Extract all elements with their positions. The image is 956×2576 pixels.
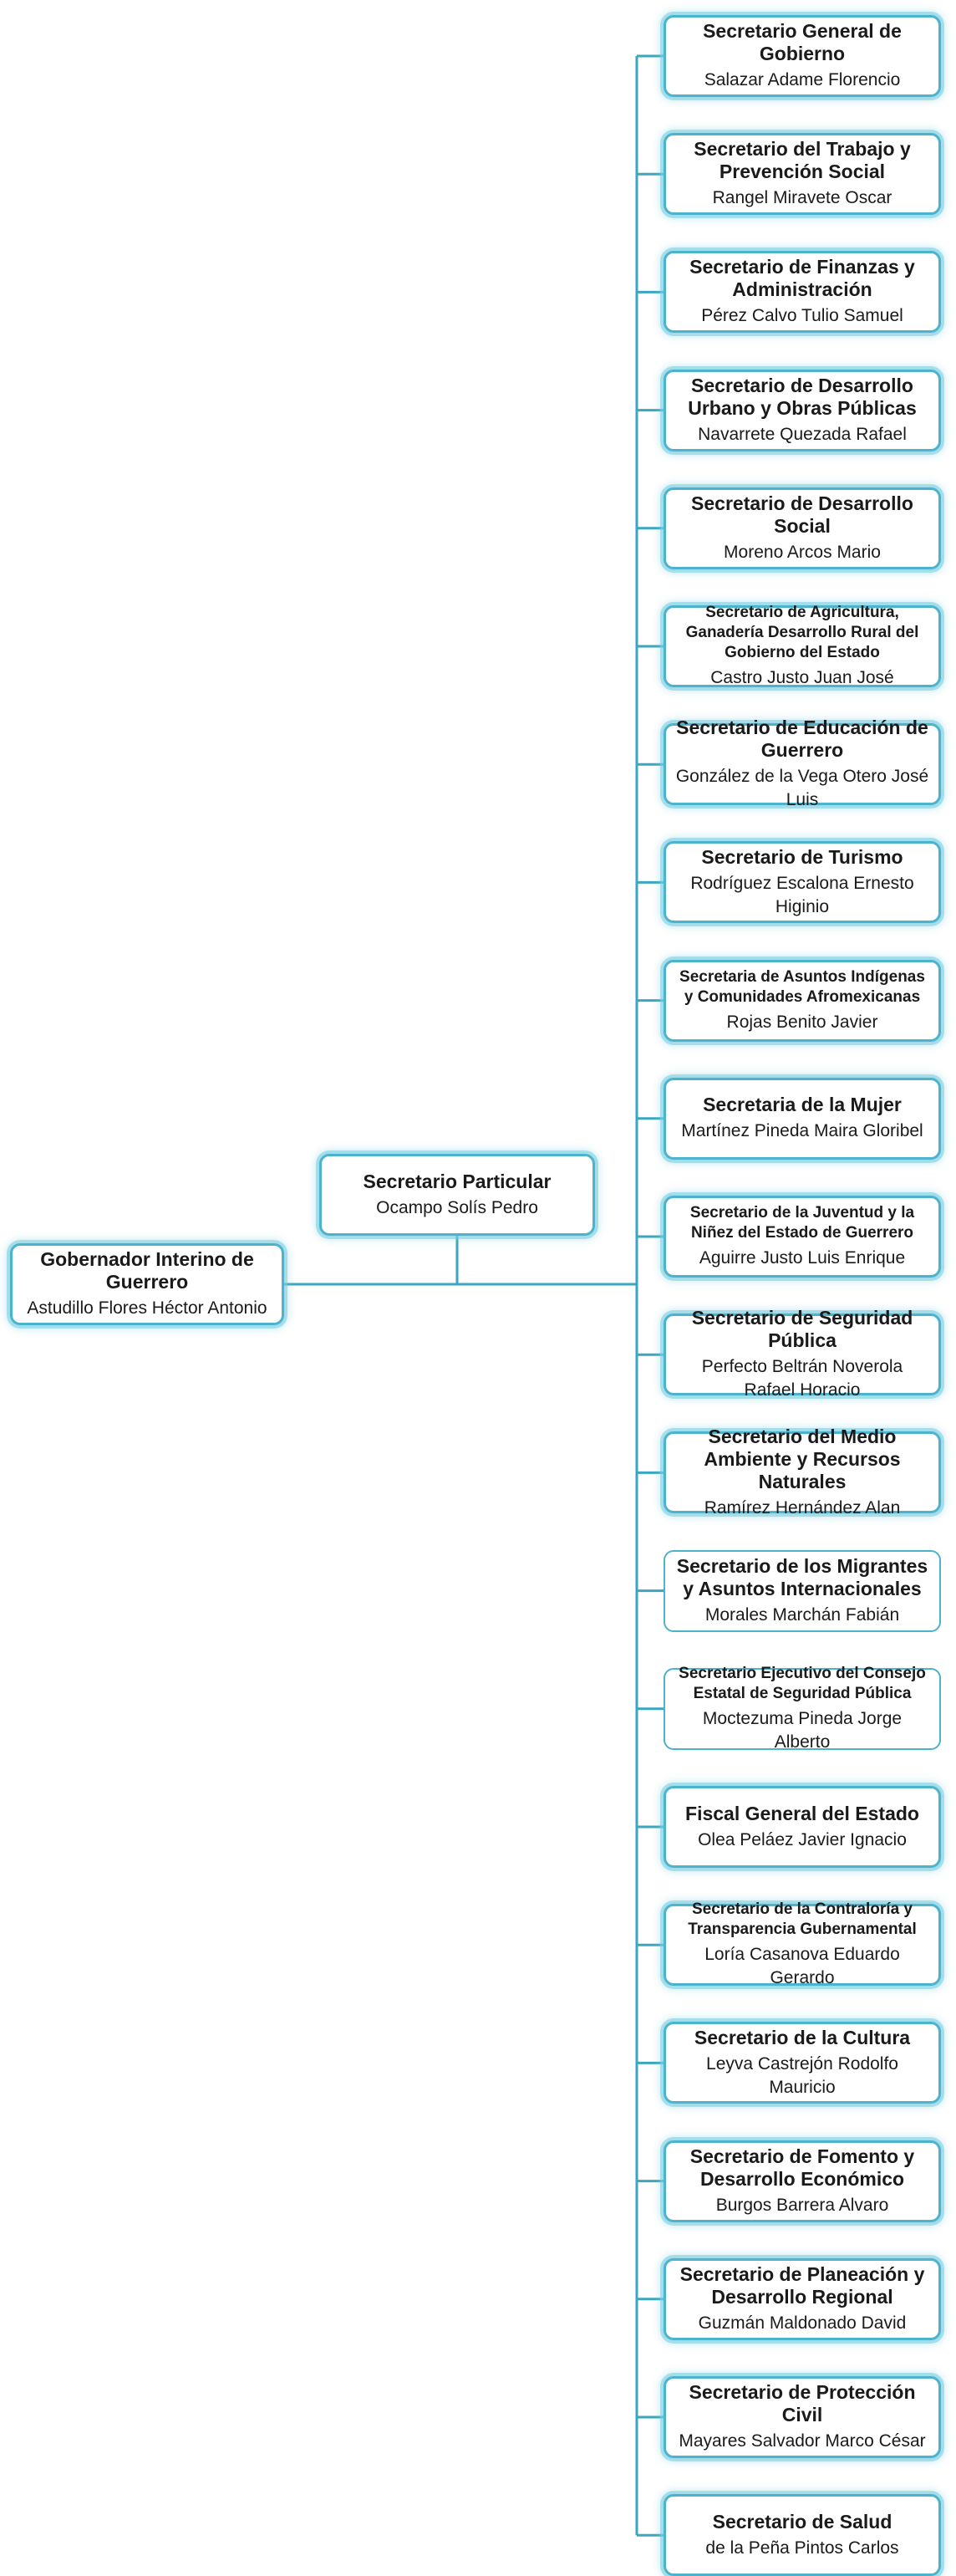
node-person: Rojas Benito Javier — [726, 1012, 878, 1032]
department-node: Secretario del Medio Ambiente y Recursos… — [664, 1426, 941, 1518]
node-person: Ramírez Hernández Alan — [704, 1497, 901, 1518]
node-person: Rodríguez Escalona Ernesto Higinio — [690, 873, 914, 916]
node-person: Guzmán Maldonado David — [698, 2313, 907, 2333]
node-title: Secretario de Seguridad Pública — [691, 1307, 913, 1352]
node-title: Secretario de Desarrollo Social — [691, 492, 913, 537]
node-title: Secretario del Trabajo y Prevención Soci… — [694, 138, 911, 183]
node-person: Burgos Barrera Alvaro — [715, 2195, 889, 2215]
department-node: Secretario de la Contraloría y Transpare… — [664, 1900, 941, 1987]
node-person: Leyva Castrejón Rodolfo Mauricio — [706, 2053, 898, 2097]
node-title: Secretaria de la Mujer — [703, 1094, 902, 1116]
node-person: Rangel Miravete Oscar — [712, 188, 892, 208]
node-title: Secretaria de Asuntos Indígenas y Comuni… — [679, 967, 925, 1006]
node-person: Astudillo Flores Héctor Antonio — [27, 1298, 267, 1318]
node-title: Gobernador Interino de Guerrero — [40, 1248, 254, 1293]
node-title: Secretario de Agricultura, Ganadería Des… — [685, 604, 919, 661]
node-person: Martínez Pineda Maira Gloribel — [681, 1121, 923, 1141]
node-title: Secretario de la Contraloría y Transpare… — [688, 1900, 917, 1939]
node-person: Moctezuma Pineda Jorge Alberto — [702, 1708, 903, 1752]
node-person: de la Peña Pintos Carlos — [705, 2538, 899, 2558]
node-person: Moreno Arcos Mario — [724, 542, 881, 562]
node-title: Secretario de Desarrollo Urbano y Obras … — [688, 374, 917, 419]
department-node: Secretario de los Migrantes y Asuntos In… — [664, 1549, 941, 1632]
node-title: Secretario del Medio Ambiente y Recursos… — [704, 1425, 901, 1492]
node-person: Ocampo Solís Pedro — [376, 1197, 538, 1217]
node-person: Salazar Adame Florencio — [704, 70, 901, 89]
node-person: González de la Vega Otero José Luis — [675, 767, 929, 810]
node-title: Secretario General de Gobierno — [703, 20, 902, 64]
governor-node: Gobernador Interino de Guerrero Astudill… — [10, 1243, 284, 1325]
node-person: Perfecto Beltrán Noverola Rafael Horacio — [701, 1357, 903, 1400]
node-person: Pérez Calvo Tulio Samuel — [701, 306, 903, 326]
department-node: Secretario de Fomento y Desarrollo Econó… — [664, 2140, 941, 2222]
node-title: Secretario de Finanzas y Administración — [689, 256, 915, 301]
node-title: Secretario de Planeación y Desarrollo Re… — [679, 2262, 925, 2308]
node-person: Aguirre Justo Luis Enrique — [699, 1248, 906, 1268]
node-person: Mayares Salvador Marco César — [679, 2431, 926, 2451]
node-title: Secretario de la Juventud y la Niñez del… — [689, 1204, 915, 1242]
node-title: Secretario de Educación de Guerrero — [676, 717, 928, 762]
department-node: Secretaria de Asuntos Indígenas y Comuni… — [664, 959, 941, 1042]
department-node: Secretario de Desarrollo Urbano y Obras … — [664, 369, 941, 451]
node-title: Secretario Particular — [363, 1170, 552, 1192]
department-node: Secretario del Trabajo y Prevención Soci… — [664, 133, 941, 216]
node-title: Secretario de Protección Civil — [689, 2381, 916, 2426]
department-node: Secretario de la Juventud y la Niñez del… — [664, 1196, 941, 1278]
node-title: Secretario Ejecutivo del Consejo Estatal… — [679, 1664, 926, 1702]
node-person: Navarrete Quezada Rafael — [698, 424, 907, 444]
node-title: Secretario de los Migrantes y Asuntos In… — [676, 1554, 928, 1599]
node-title: Secretario de la Cultura — [694, 2026, 911, 2048]
node-person: Olea Peláez Javier Ignacio — [698, 1829, 907, 1849]
private-secretary-node: Secretario Particular Ocampo Solís Pedro — [319, 1154, 595, 1236]
department-node: Secretario Ejecutivo del Consejo Estatal… — [664, 1665, 941, 1752]
node-title: Secretario de Fomento y Desarrollo Econó… — [689, 2145, 915, 2190]
node-person: Morales Marchán Fabián — [704, 1604, 900, 1625]
node-title: Fiscal General del Estado — [685, 1802, 919, 1824]
node-person: Castro Justo Juan José — [710, 668, 894, 687]
node-person: Loría Casanova Eduardo Gerardo — [704, 1945, 900, 1988]
department-node: Secretario de Salud de la Peña Pintos Car… — [664, 2494, 941, 2576]
node-title: Secretario de Salud — [712, 2510, 892, 2533]
node-title: Secretario de Turismo — [701, 845, 903, 868]
department-node: Secretario de Agricultura, Ganadería Des… — [664, 604, 941, 687]
department-node: Secretario de Planeación y Desarrollo Re… — [664, 2257, 941, 2340]
